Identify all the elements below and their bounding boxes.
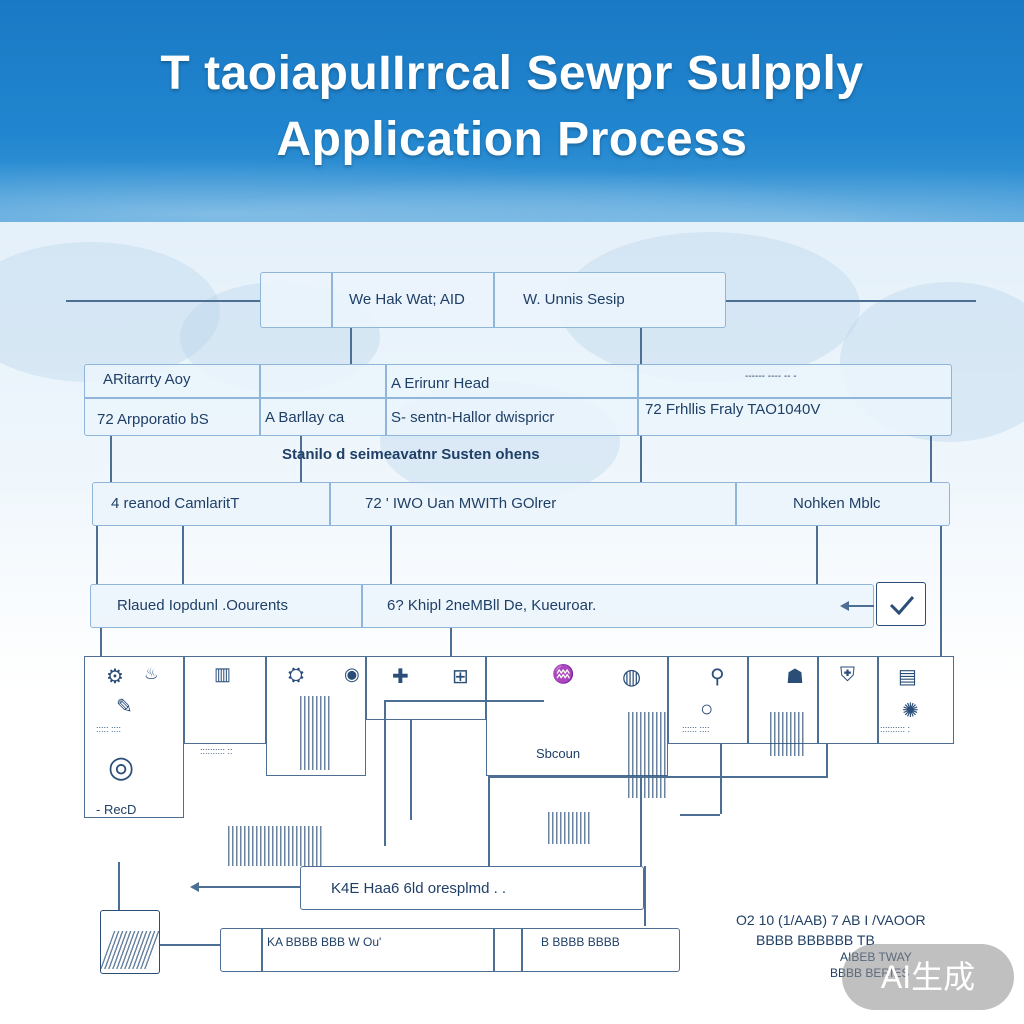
shield-icon: ⛨ xyxy=(840,664,855,686)
tools-icon: ⚙ xyxy=(106,666,124,688)
connector xyxy=(300,436,302,482)
grid-cell xyxy=(818,656,878,744)
connector xyxy=(96,526,98,584)
connector xyxy=(640,436,642,482)
checkmark-icon xyxy=(889,596,915,616)
connector xyxy=(940,526,942,656)
connector xyxy=(816,526,818,584)
diagram-title-line1: T taoiapuIIrrcal Sewpr Sulpply xyxy=(160,47,864,100)
tank-icon: ⊞ xyxy=(452,666,469,688)
row4-mid: 6? Khipl 2neMBll De, Kueuroar. xyxy=(387,597,597,614)
corner-note-2: BBBB BBBBBB TB xyxy=(756,932,875,948)
documents-row: Rlaued Iopdunl .Oourents 6? Khipl 2neMBl… xyxy=(90,584,874,628)
station-graphic xyxy=(548,812,592,844)
connector xyxy=(640,776,642,866)
connector xyxy=(826,744,828,776)
connector xyxy=(160,944,220,946)
hydrant-icon: ⚲ xyxy=(710,666,725,688)
diagram-title-line2: Application Process xyxy=(276,113,748,166)
row3-left: 4 reanod CamlaritT xyxy=(111,495,240,512)
connector xyxy=(450,628,452,658)
row2-left-bottom: 72 Arpporatio bS xyxy=(97,411,209,428)
row4-left: Rlaued Iopdunl .Oourents xyxy=(117,597,288,614)
connector xyxy=(384,700,386,846)
connector xyxy=(110,436,112,482)
row2-right-bottom: 72 Frhllis Fraly TAO1040V xyxy=(645,401,821,418)
grid-label-1: Sbcoun xyxy=(536,746,581,761)
worker-icon: ☗ xyxy=(786,666,804,688)
tower-graphic xyxy=(770,712,804,756)
connector xyxy=(720,744,722,814)
header-banner xyxy=(0,0,1024,230)
connector xyxy=(350,328,352,364)
connector xyxy=(100,628,102,658)
meter-icon: ◎ xyxy=(108,751,135,784)
grid-cell xyxy=(878,656,954,744)
pump-icon: ⛭ xyxy=(288,664,304,686)
grid-cell xyxy=(668,656,748,744)
bottom-right-label: B BBBB BBBB xyxy=(541,935,620,949)
pipe-stack-graphic xyxy=(300,696,330,770)
gauge-icon: ○ xyxy=(700,696,714,721)
ai-generated-watermark: AI生成 xyxy=(842,944,1014,1010)
meter-device xyxy=(100,910,160,974)
grid-cell xyxy=(184,656,266,744)
drop-icon: ◉ xyxy=(344,664,360,684)
row3-mid: 72 ' IWO Uan MWITh GOlrer xyxy=(365,495,557,512)
row2-right-top: ------ ---- -- - xyxy=(745,371,797,382)
checkmark-box xyxy=(876,582,926,626)
final-approval-box: K4E Haa6 6ld oresplmd . . xyxy=(300,866,644,910)
wrench-icon: ✎ xyxy=(116,696,133,718)
connector xyxy=(726,300,976,302)
final-approval-label: K4E Haa6 6ld oresplmd . . xyxy=(331,880,507,897)
building-icon: ▥ xyxy=(214,664,232,684)
row2-mid-left: A Barllay ca xyxy=(265,409,345,426)
grid-label-2: - RecD xyxy=(96,802,137,817)
connector xyxy=(680,814,720,816)
row2-mid-top: A Erirunr Head xyxy=(391,375,490,392)
connector xyxy=(118,862,120,912)
connector xyxy=(488,776,490,866)
arrow-left-icon xyxy=(190,882,199,892)
grid-cell xyxy=(84,656,184,818)
top-cell-label-1: We Hak Wat; AID xyxy=(349,291,465,308)
connector xyxy=(488,776,828,778)
row2-mid-right: S- sentn-Hallor dwispricr xyxy=(391,409,555,426)
connector xyxy=(644,866,646,926)
applicant-info-row: ARitarrty Aoy 72 Arpporatio bS A Erirunr… xyxy=(84,364,952,436)
review-row: 4 reanod CamlaritT 72 ' IWO Uan MWITh GO… xyxy=(92,482,950,526)
top-cell-label-2: W. Unnis Sesip xyxy=(523,291,625,308)
connector xyxy=(640,328,642,364)
bottom-left-label: KA BBBB BBB W Ou' xyxy=(267,935,382,949)
connector xyxy=(410,720,412,820)
corner-note-1: O2 10 (1/AAB) 7 AB I /VAOOR xyxy=(736,912,926,928)
globe-icon: ◍ xyxy=(622,664,642,689)
document-icon: ▤ xyxy=(898,666,917,688)
row3-right: Nohken Mblc xyxy=(793,495,881,512)
grid-cell xyxy=(366,656,486,720)
connector xyxy=(66,300,260,302)
arrow-left-icon xyxy=(840,601,849,611)
plant-graphic xyxy=(628,712,668,798)
valve-icon: ✚ xyxy=(392,666,409,688)
arrow-line xyxy=(848,605,874,607)
connector xyxy=(390,526,392,584)
bottom-process-box: KA BBBB BBB W Ou' B BBBB BBBB xyxy=(220,928,680,972)
gear-small-icon: ✺ xyxy=(902,700,919,722)
connector xyxy=(182,526,184,584)
connector xyxy=(930,436,932,482)
top-process-box: We Hak Wat; AID W. Unnis Sesip xyxy=(260,272,726,328)
connector xyxy=(196,886,300,888)
pipe-icon: ♨ xyxy=(144,666,159,683)
banner-clouds xyxy=(0,150,1024,230)
standard-system-label: Stanilo d seimeavatnr Susten ohens xyxy=(282,446,540,463)
connector xyxy=(384,700,544,702)
faucet-icon: ♒ xyxy=(552,664,575,684)
row2-left-top: ARitarrty Aoy xyxy=(103,371,191,388)
city-graphic xyxy=(228,826,324,866)
